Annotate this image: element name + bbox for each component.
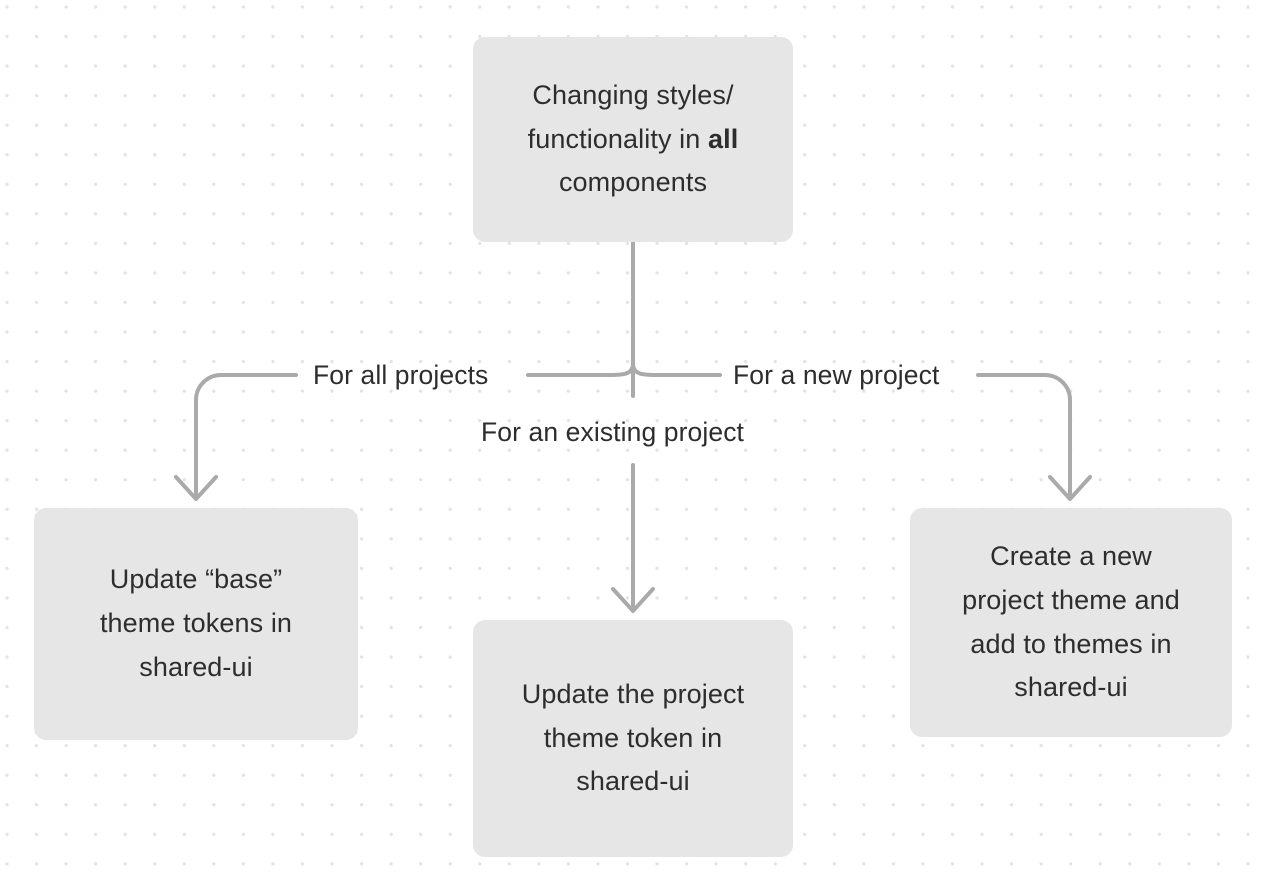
node-create-new-project-theme[interactable]: Create a new project theme and add to th…	[910, 508, 1232, 737]
edge-junction-right-fillet	[631, 362, 722, 377]
edge-all-projects-line	[194, 373, 298, 496]
node-all-projects-label: Update “base” theme tokens in shared-ui	[99, 564, 293, 682]
edge-new-project-line	[976, 373, 1072, 496]
edge-new-project-arrowhead	[1048, 475, 1092, 501]
edge-label-for-an-existing-project: For an existing project	[481, 417, 745, 447]
node-update-project-theme-token[interactable]: Update the project theme token in shared…	[473, 620, 793, 857]
edge-junction-left-fillet	[526, 362, 635, 377]
node-new-project-label: Create a new project theme and add to th…	[962, 541, 1180, 703]
node-changing-styles[interactable]: Changing styles/ functionality in all co…	[473, 37, 793, 242]
node-root-label: Changing styles/ functionality in all co…	[527, 79, 739, 198]
edge-label-for-a-new-project: For a new project	[733, 360, 940, 390]
edge-all-projects-arrowhead	[174, 475, 218, 501]
edge-label-for-all-projects: For all projects	[313, 360, 489, 390]
node-existing-project-label: Update the project theme token in shared…	[521, 678, 745, 797]
node-update-base-theme-tokens[interactable]: Update “base” theme tokens in shared-ui	[34, 508, 358, 740]
edge-existing-project-arrowhead	[611, 587, 655, 613]
